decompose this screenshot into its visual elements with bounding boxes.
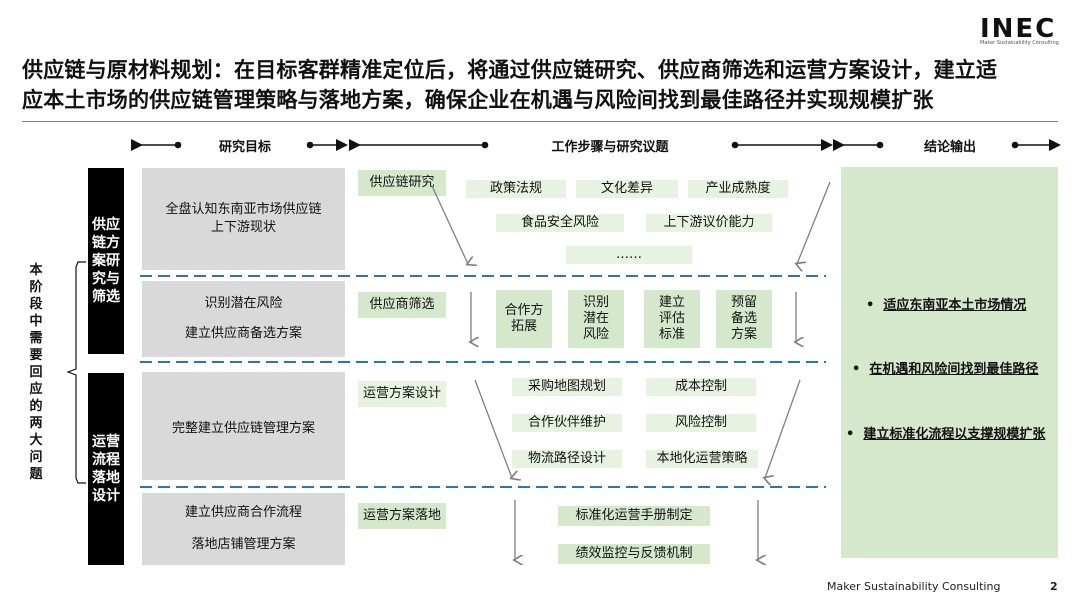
logo-text: INEC <box>980 14 1057 44</box>
topic-identify-risk: 识别 潜在 风险 <box>568 290 624 348</box>
step-label-supplier-screening: 供应商筛选 <box>358 292 446 318</box>
goal-2-line-1: 识别潜在风险 <box>204 296 283 311</box>
conclusion-panel <box>841 167 1058 558</box>
brand-logo: INEC Maker Sustainability Consulting <box>980 14 1062 48</box>
funnel-arrow-3-left <box>474 379 512 478</box>
goal-2-line-2: 建立供应商备选方案 <box>184 326 302 341</box>
step-label-operation-design: 运营方案设计 <box>358 381 446 407</box>
funnel-arrow-1-left <box>431 185 468 264</box>
conclusion-item-2: • 在机遇和风险间找到最佳路径 <box>852 362 1039 377</box>
block-supply-chain-research: 供应链方案研究与筛选 <box>88 168 124 354</box>
goal-3-line-1: 完整建立供应链管理方案 <box>171 420 315 436</box>
goal-4-line-2: 落地店铺管理方案 <box>191 537 296 552</box>
goal-1-line-2: 上下游现状 <box>210 220 276 235</box>
topic-logistics-design: 物流路径设计 <box>512 450 622 468</box>
block2-label: 运营流程落地设计 <box>92 434 120 504</box>
conclusion-1-text: 适应东南亚本土市场情况 <box>883 298 1027 313</box>
title-divider <box>22 121 1058 122</box>
footer-company: Maker Sustainability Consulting <box>827 580 1001 593</box>
goal-box-1: 全盘认知东南亚市场供应链 上下游现状 <box>142 168 345 270</box>
topic-backup-plan: 预留 备选 方案 <box>716 290 772 348</box>
conclusion-item-1: • 适应东南亚本土市场情况 <box>866 298 1027 313</box>
topic-bargaining-power: 上下游议价能力 <box>646 214 772 232</box>
page-title: 供应链与原材料规划：在目标客群精准定位后，将通过供应链研究、供应商筛选和运营方案… <box>22 55 1067 115</box>
left-bracket <box>66 261 86 484</box>
topic-evaluation-standard: 建立 评估 标准 <box>644 290 700 348</box>
funnel-arrow-1-right <box>797 181 831 264</box>
title-line-1: 供应链与原材料规划：在目标客群精准定位后，将通过供应链研究、供应商筛选和运营方案… <box>22 58 998 82</box>
left-question-text: 本阶段中需要回应的两大问题 <box>29 263 43 482</box>
goal-1-line-1: 全盘认知东南亚市场供应链 <box>165 202 322 217</box>
step-label-operation-landing: 运营方案落地 <box>358 503 446 529</box>
topic-industry-maturity: 产业成熟度 <box>688 180 788 198</box>
conclusion-item-3: • 建立标准化流程以支撑规模扩张 <box>846 427 1046 442</box>
topic-sop-manual: 标准化运营手册制定 <box>558 506 710 526</box>
topic-partner-maintenance: 合作伙伴维护 <box>512 414 622 432</box>
topic-culture: 文化差异 <box>576 180 678 198</box>
goal-box-4: 建立供应商合作流程 落地店铺管理方案 <box>142 493 345 565</box>
header-work-steps: 工作步骤与研究议题 <box>551 140 669 155</box>
goal-box-3: 完整建立供应链管理方案 <box>142 372 345 480</box>
logo-subtitle: Maker Sustainability Consulting <box>980 40 1059 46</box>
conclusion-3-text: 建立标准化流程以支撑规模扩张 <box>863 427 1046 442</box>
topic-backup-plan-text: 预留 备选 方案 <box>730 295 757 342</box>
funnel-arrow-3-right <box>765 379 801 478</box>
header-research-goal: 研究目标 <box>218 140 271 155</box>
goal-4-line-1: 建立供应商合作流程 <box>184 505 302 520</box>
block-operation-design: 运营流程落地设计 <box>88 373 124 565</box>
topic-more: …… <box>566 246 692 264</box>
title-line-2: 应本土市场的供应链管理策略与落地方案，确保企业在机遇与风险间找到最佳路径并实现规… <box>22 88 934 112</box>
topic-performance-monitoring: 绩效监控与反馈机制 <box>558 544 710 564</box>
topic-cost-control: 成本控制 <box>646 378 756 396</box>
goal-box-2: 识别潜在风险 建立供应商备选方案 <box>142 281 345 357</box>
conclusion-2-text: 在机遇和风险间找到最佳路径 <box>869 362 1039 377</box>
topic-evaluation-standard-text: 建立 评估 标准 <box>658 295 685 342</box>
page-number: 2 <box>1050 580 1058 593</box>
topic-risk-control: 风险控制 <box>646 414 756 432</box>
block1-label: 供应链方案研究与筛选 <box>92 217 120 305</box>
topic-localized-operation: 本地化运营策略 <box>646 450 758 468</box>
header-conclusion: 结论输出 <box>923 140 976 155</box>
topic-identify-risk-text: 识别 潜在 风险 <box>582 295 609 342</box>
topic-partner-expansion: 合作方 拓展 <box>496 290 552 348</box>
topic-food-safety: 食品安全风险 <box>496 214 624 232</box>
topic-partner-expansion-text: 合作方 拓展 <box>504 303 544 334</box>
topic-policy: 政策法规 <box>466 180 566 198</box>
step-label-supply-chain-research: 供应链研究 <box>358 170 446 196</box>
topic-procurement-map: 采购地图规划 <box>512 378 622 396</box>
